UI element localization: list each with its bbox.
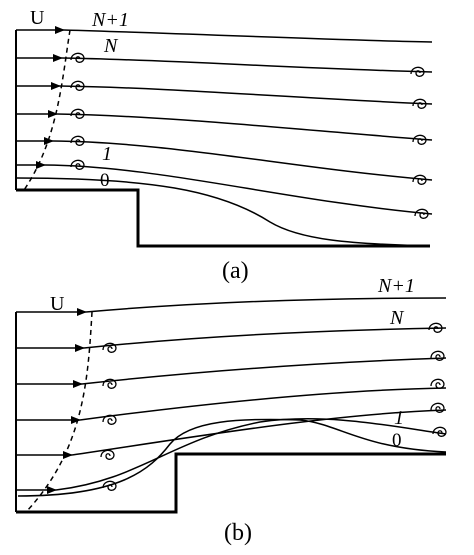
- wall-step-b: [16, 452, 446, 514]
- streamline-label-lower-a: 1: [102, 143, 112, 165]
- streamline-top-b: [85, 297, 447, 313]
- streamline-label-upper-b: N: [389, 307, 405, 329]
- wall-step-a: [16, 188, 430, 248]
- velocity-profile-b: [25, 311, 93, 513]
- panel-a: U N+1 N 1 0 (a): [15, 7, 433, 284]
- curl-eddy-icon: [100, 449, 115, 460]
- streamline-wall-a: [15, 177, 431, 247]
- curl-eddy-icon: [430, 378, 445, 389]
- streamline-top-a: [63, 29, 433, 43]
- streamline-label-wall-b: 0: [392, 430, 402, 451]
- streamline-label-lower-b: 1: [394, 407, 404, 429]
- velocity-label-b: U: [50, 293, 65, 315]
- caption-b-text: (b): [224, 520, 252, 546]
- curl-eddy-icon: [102, 342, 117, 353]
- inlet-arrows-a: [16, 26, 65, 169]
- streamline-label-top-b: N+1: [377, 275, 415, 297]
- panel-b: U N+1 N 1 0 (b): [15, 275, 447, 546]
- streamline-label-wall-a: 0: [100, 170, 110, 191]
- streamline-label-top-a: N+1: [91, 9, 129, 31]
- streamline-wall-b: [17, 418, 447, 497]
- streamlines-b: [17, 297, 447, 497]
- streamlines-a: [15, 29, 433, 247]
- streamline-label-upper-a: N: [103, 35, 119, 57]
- caption-a-text: (a): [222, 258, 249, 284]
- curl-eddy-icon: [70, 159, 85, 170]
- velocity-label-a: U: [30, 7, 45, 29]
- inlet-arrows-b: [16, 308, 87, 494]
